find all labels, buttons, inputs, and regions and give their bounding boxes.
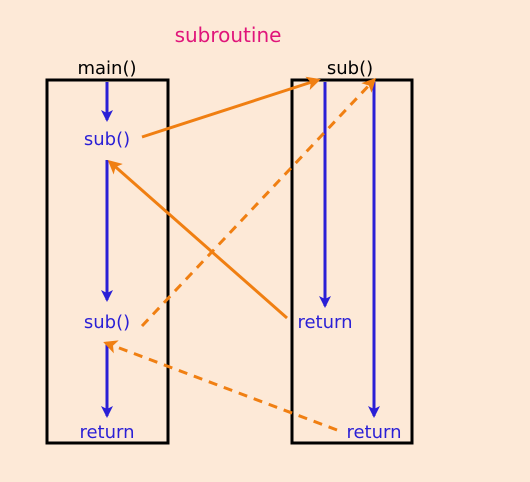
main-return-label: return [79,422,134,443]
return-1-jump-arrow [107,160,288,320]
call-2-jump-arrow [140,77,377,328]
sub-box-header: sub() [327,58,373,79]
main-box-header: main() [77,58,136,79]
main-box [45,78,170,445]
main-call-2-label: sub() [84,312,130,333]
sub-return-1-label: return [297,312,352,333]
main-call-1-label: sub() [84,129,130,150]
return-2-jump-arrow [103,340,338,432]
sub-box [290,78,414,445]
sub-return-2-label: return [346,422,401,443]
diagram-title: subroutine [175,23,282,47]
call-1-jump-arrow [141,76,321,139]
